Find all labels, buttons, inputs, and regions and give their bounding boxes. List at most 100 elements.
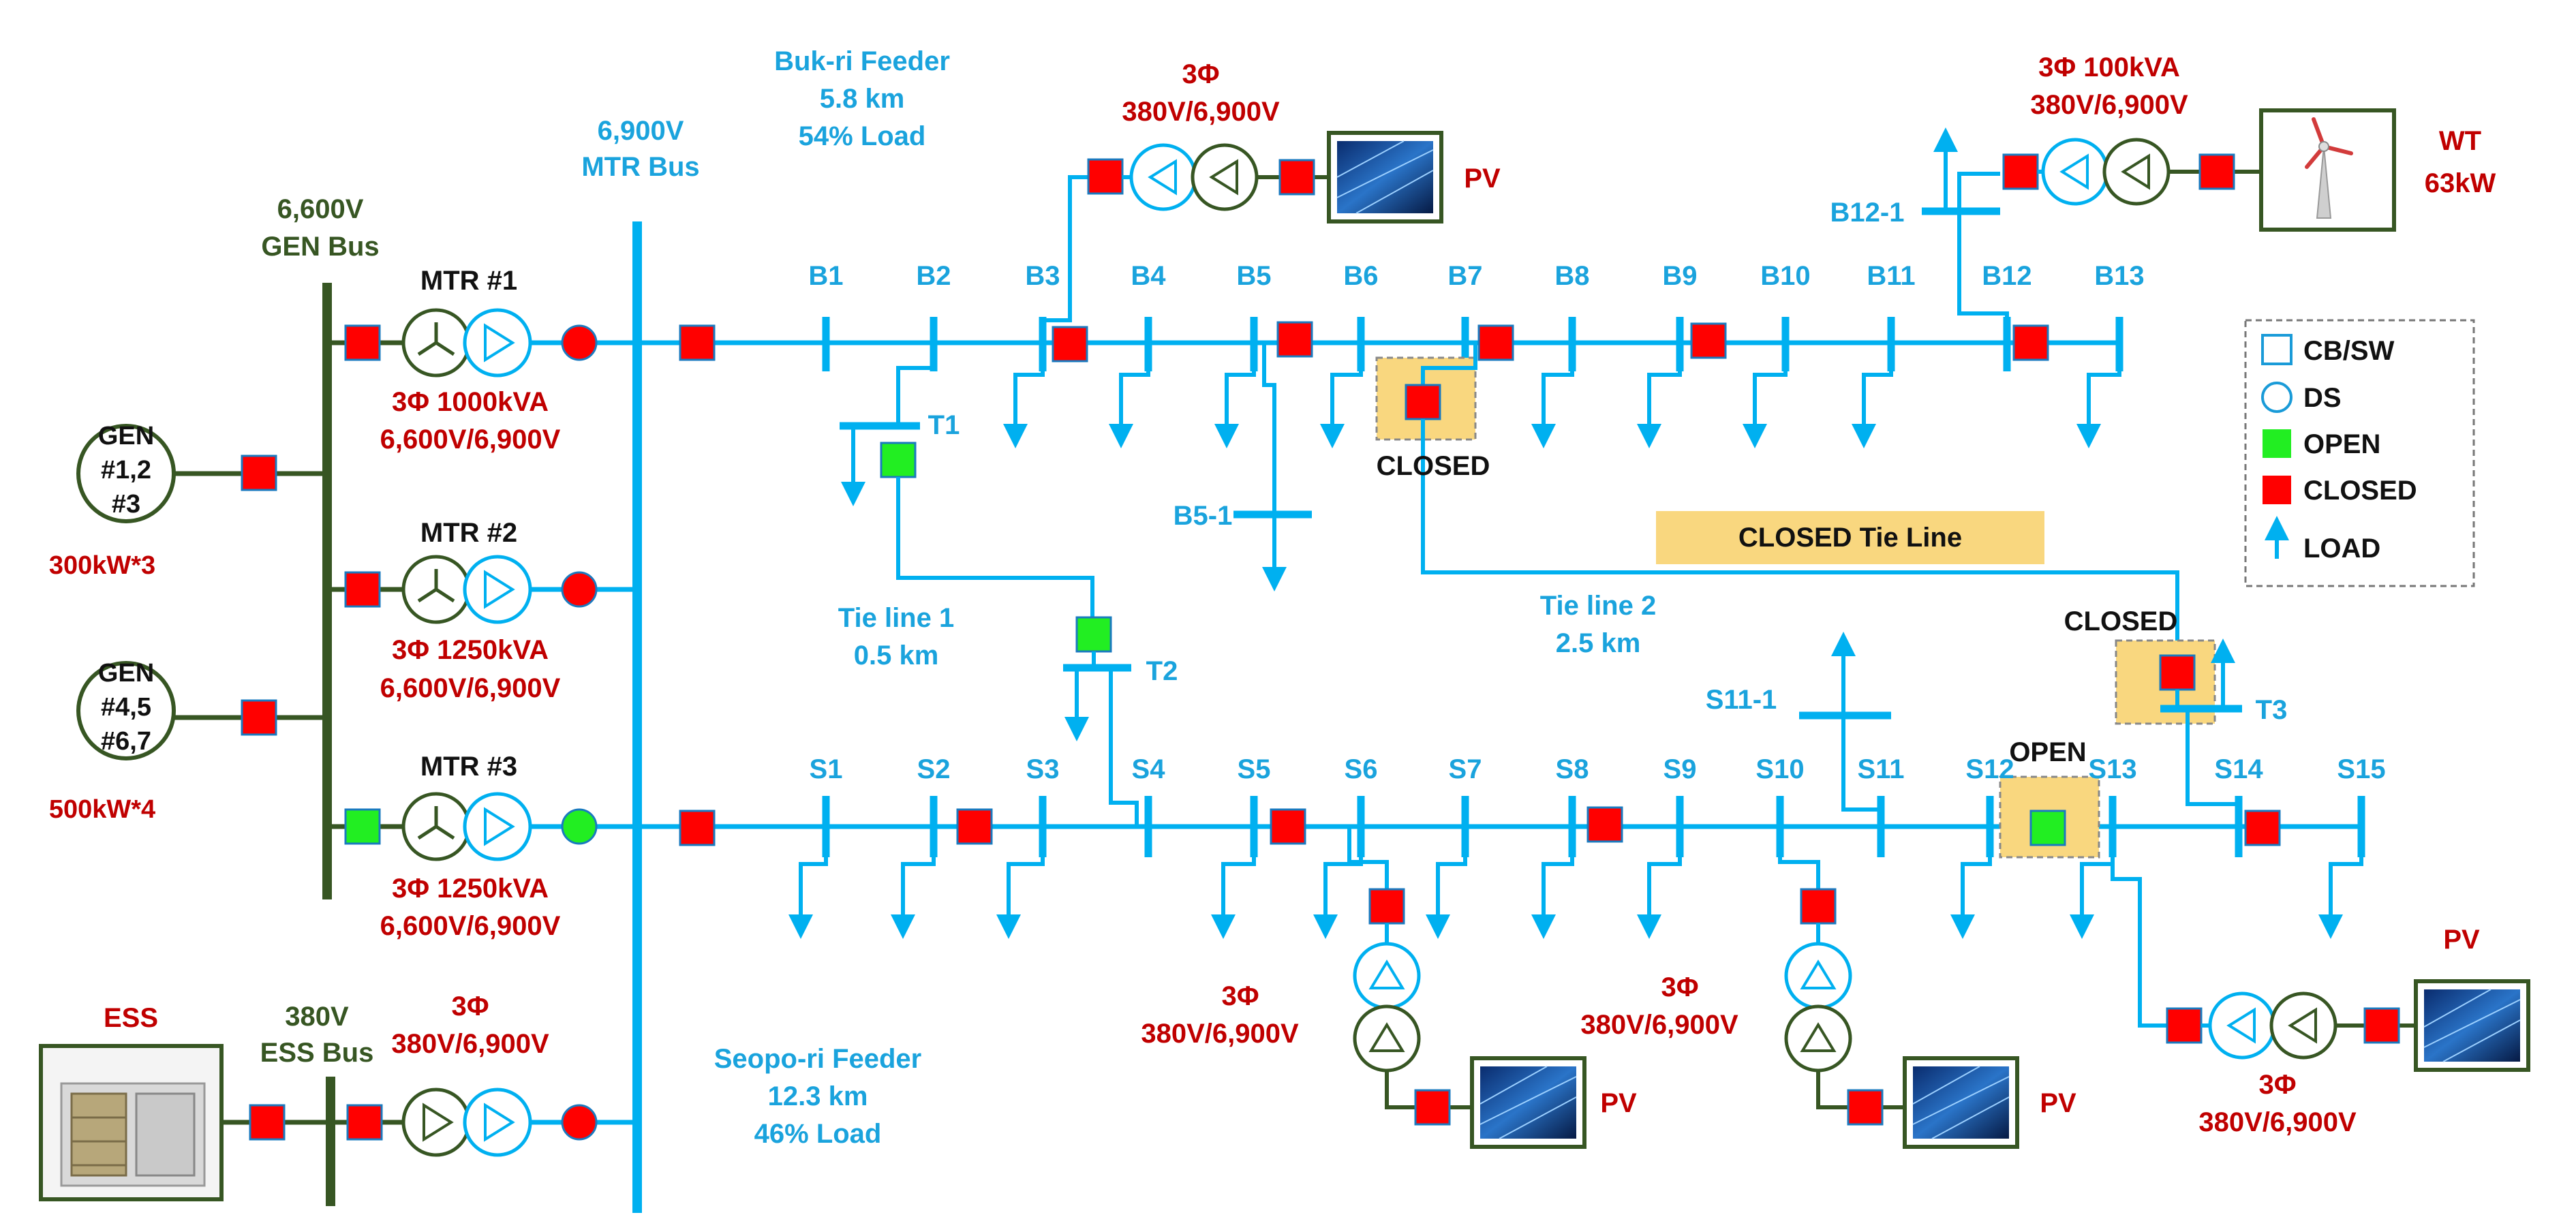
pv-s6-panel[interactable] bbox=[1470, 1056, 1586, 1149]
bus-label-s14: S14 bbox=[2214, 754, 2263, 784]
b7-b8-breaker[interactable] bbox=[1477, 324, 1514, 361]
mtr2-gen-breaker[interactable] bbox=[344, 571, 381, 608]
wt-rating: 63kW bbox=[2425, 168, 2496, 198]
pv-b3-breaker[interactable] bbox=[1087, 158, 1124, 195]
load-b13 bbox=[2076, 354, 2121, 448]
load-b3 bbox=[1003, 354, 1045, 448]
gen2-line-1: GEN bbox=[98, 659, 154, 688]
s8-s9-breaker[interactable] bbox=[1586, 806, 1623, 843]
b5-1-label: B5-1 bbox=[1174, 501, 1233, 531]
bus-label-b1: B1 bbox=[808, 261, 843, 291]
mtr2-disconnect[interactable] bbox=[561, 571, 598, 608]
bukri-head-breaker[interactable] bbox=[679, 324, 716, 361]
legend-closed-icon bbox=[2263, 476, 2291, 504]
gen-bus-voltage: 6,600V bbox=[277, 194, 364, 224]
bus-label-b6: B6 bbox=[1343, 261, 1378, 291]
bus-label-s9: S9 bbox=[1663, 754, 1697, 784]
b5-b6-breaker[interactable] bbox=[1276, 321, 1313, 358]
ess-bus-breaker[interactable] bbox=[346, 1104, 383, 1141]
wt-tr-breaker[interactable] bbox=[2002, 153, 2039, 190]
pv-s10-label: PV bbox=[2040, 1088, 2076, 1118]
ess-tr-rating-1: 3Φ bbox=[451, 991, 489, 1021]
b9-b10-breaker[interactable] bbox=[1690, 322, 1727, 359]
ess-disconnect[interactable] bbox=[561, 1104, 598, 1141]
bus-label-b7: B7 bbox=[1447, 261, 1482, 291]
mtr2-name: MTR #2 bbox=[420, 518, 517, 548]
gen1-breaker[interactable] bbox=[241, 455, 277, 491]
t1-switch[interactable] bbox=[880, 442, 917, 478]
t3-switch[interactable] bbox=[2159, 654, 2196, 691]
pv-s13-label: PV bbox=[2443, 925, 2480, 955]
mtr1-gen-breaker[interactable] bbox=[344, 324, 381, 361]
s2-s3-breaker[interactable] bbox=[956, 808, 993, 845]
b3-b4-breaker[interactable] bbox=[1052, 326, 1088, 363]
gen1-rating: 300kW*3 bbox=[49, 551, 155, 580]
ess-unit[interactable] bbox=[39, 1044, 224, 1201]
load-s9 bbox=[1637, 842, 1682, 939]
pv-s6-tr-rating-2: 380V/6,900V bbox=[1141, 1019, 1299, 1049]
pv-s6-panel-breaker[interactable] bbox=[1414, 1089, 1451, 1126]
load-b11 bbox=[1852, 354, 1893, 448]
seopori-head-breaker[interactable] bbox=[679, 810, 716, 846]
gen2-breaker[interactable] bbox=[241, 699, 277, 736]
bus-label-b4: B4 bbox=[1131, 261, 1166, 291]
tie1-name: Tie line 1 bbox=[838, 603, 954, 633]
mtr3-name: MTR #3 bbox=[420, 752, 517, 782]
pv-s10-panel[interactable] bbox=[1903, 1056, 2019, 1149]
mtr3-disconnect[interactable] bbox=[561, 808, 598, 845]
t2-switch[interactable] bbox=[1075, 616, 1112, 653]
s14-s15-breaker[interactable] bbox=[2244, 810, 2281, 846]
pv-s10-panel-breaker[interactable] bbox=[1847, 1089, 1884, 1126]
bus-label-s5: S5 bbox=[1238, 754, 1271, 784]
mtr3-delta-winding bbox=[463, 792, 532, 861]
ess-breaker[interactable] bbox=[249, 1104, 286, 1141]
mtr-bus-name: MTR Bus bbox=[581, 152, 699, 182]
mtr1-disconnect[interactable] bbox=[561, 324, 598, 361]
legend-cb-label: CB/SW bbox=[2303, 336, 2395, 366]
pv-b3-panel[interactable] bbox=[1327, 131, 1443, 224]
bus-label-s10: S10 bbox=[1755, 754, 1804, 784]
gen-bus-name: GEN Bus bbox=[261, 232, 379, 262]
legend-open-icon bbox=[2263, 429, 2291, 458]
load-s7 bbox=[1426, 842, 1467, 939]
wt-breaker[interactable] bbox=[2198, 153, 2235, 190]
pv-s6-breaker[interactable] bbox=[1368, 888, 1405, 925]
bukri-feeder-length: 5.8 km bbox=[820, 84, 905, 114]
wind-turbine[interactable] bbox=[2259, 108, 2396, 232]
pv-b3-panel-breaker[interactable] bbox=[1278, 159, 1315, 196]
gen1-line-2: #1,2 bbox=[101, 456, 151, 484]
mtr3-gen-breaker[interactable] bbox=[344, 808, 381, 845]
tie2-breaker-b7[interactable] bbox=[1405, 384, 1441, 420]
pv-s10-breaker[interactable] bbox=[1800, 888, 1837, 925]
generator-2[interactable] bbox=[76, 661, 176, 760]
pv-b3-tr-rating-2: 380V/6,900V bbox=[1122, 97, 1280, 127]
pv-s13-tr-rating-1: 3Φ bbox=[2258, 1070, 2296, 1100]
bus-label-b10: B10 bbox=[1760, 261, 1810, 291]
gen1-line-3: #3 bbox=[112, 490, 140, 519]
bus-label-b3: B3 bbox=[1025, 261, 1060, 291]
bus-label-b13: B13 bbox=[2094, 261, 2144, 291]
closed-label-t3: CLOSED bbox=[2064, 606, 2178, 636]
bus-label-b2: B2 bbox=[916, 261, 951, 291]
pv-s6-label: PV bbox=[1600, 1088, 1637, 1118]
b12-b13-breaker[interactable] bbox=[2012, 324, 2049, 361]
mtr2-delta-winding bbox=[463, 555, 532, 624]
pv-s6-tr-winding-2 bbox=[1353, 1004, 1421, 1073]
s12-s13-switch[interactable] bbox=[2029, 810, 2066, 846]
tie2-length: 2.5 km bbox=[1556, 628, 1641, 658]
pv-s13-panel-breaker[interactable] bbox=[2363, 1007, 2400, 1044]
load-s6 bbox=[1313, 842, 1363, 939]
closed-tie-line-label: CLOSED Tie Line bbox=[1738, 523, 1962, 553]
bus-label-s11: S11 bbox=[1858, 754, 1905, 784]
mtr3-rating-2: 6,600V/6,900V bbox=[380, 911, 561, 941]
seopori-feeder-load: 46% Load bbox=[754, 1119, 882, 1149]
bus-label-s13: S13 bbox=[2088, 754, 2136, 784]
bus-label-s7: S7 bbox=[1449, 754, 1482, 784]
mtr3-rating-1: 3Φ 1250kVA bbox=[392, 874, 549, 904]
s5-s6-breaker[interactable] bbox=[1270, 808, 1306, 845]
pv-s13-breaker[interactable] bbox=[2166, 1007, 2203, 1044]
mtr2-rating-1: 3Φ 1250kVA bbox=[392, 635, 549, 665]
ess-label: ESS bbox=[104, 1003, 158, 1033]
pv-s13-panel[interactable] bbox=[2414, 979, 2530, 1072]
bus-label-b5: B5 bbox=[1236, 261, 1271, 291]
